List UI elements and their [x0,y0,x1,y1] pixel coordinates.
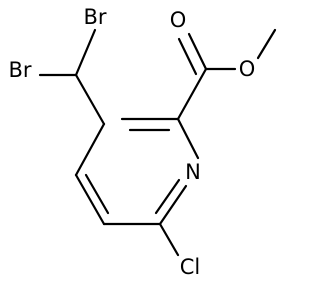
atom-ester-o: O [239,57,256,81]
bond-n1-c6 [158,184,188,226]
bond-c4-c3 [74,122,106,177]
bond-o-methyl [256,28,277,60]
bond-n1-c6-inner [154,178,181,215]
bond-c2-ester-c [176,67,208,121]
atom-br-left: Br [8,58,31,82]
bond-carbonyl-2 [177,37,198,76]
bond-carbonyl [187,32,208,71]
atom-ring-n: N [185,160,201,184]
bond-c-br-top [74,28,97,77]
bond-c6-cl [158,222,180,257]
bond-c2-n1 [176,117,200,160]
atom-labels: Br Br O O N Cl [8,5,255,279]
bond-c3-chbr2 [74,73,106,126]
bonds [38,28,277,257]
bond-c5-c4-inner [84,173,110,215]
atom-carbonyl-o: O [170,8,187,32]
atom-br-top: Br [83,5,106,29]
structure-diagram: Br Br O O N Cl [8,5,277,279]
atom-cl: Cl [180,255,201,279]
bond-c5-c4 [74,173,106,226]
